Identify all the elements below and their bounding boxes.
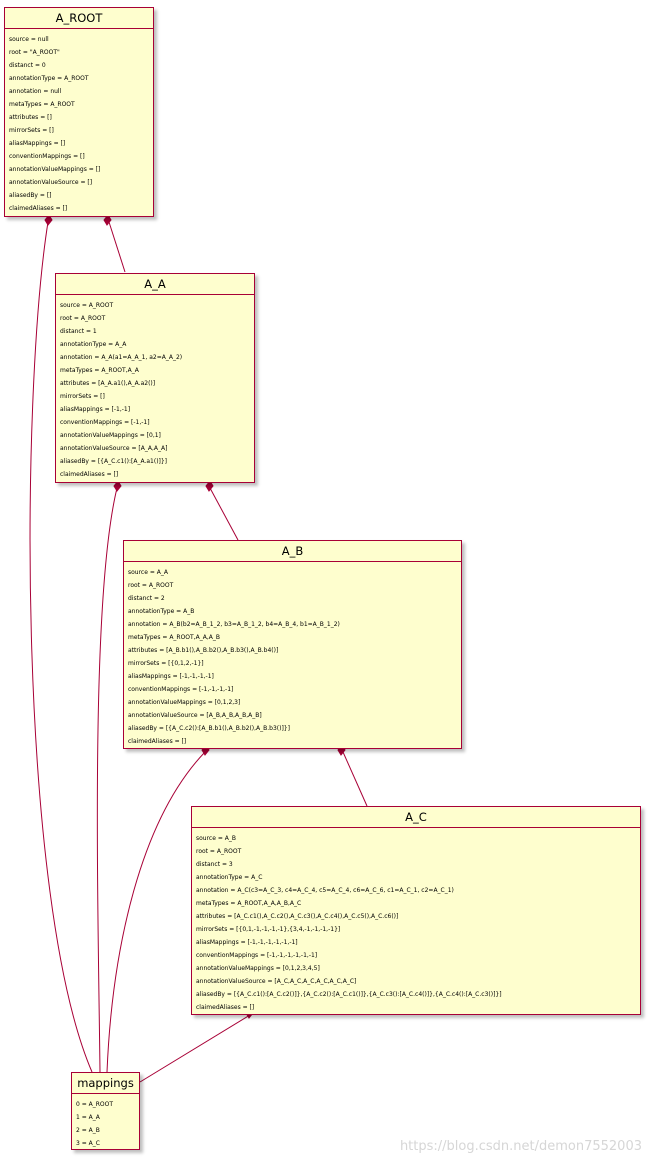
attribute: claimedAliases = [] bbox=[196, 1004, 255, 1011]
attribute: attributes = [A_C.c1(),A_C.c2(),A_C.c3()… bbox=[196, 913, 399, 920]
attribute: annotationValueMappings = [] bbox=[9, 166, 101, 173]
attribute: aliasMappings = [-1,-1,-1,-1,-1,-1] bbox=[196, 939, 298, 946]
attribute: mirrorSets = [{0,1,-1,-1,-1,-1},{3,4,-1,… bbox=[196, 926, 341, 933]
class-box-a-root[interactable]: A_ROOT source = null root = "A_ROOT" dis… bbox=[4, 7, 154, 217]
attribute: annotationType = A_B bbox=[128, 608, 195, 615]
class-title: A_B bbox=[124, 541, 461, 562]
attribute: root = A_ROOT bbox=[60, 315, 106, 322]
attribute-list: source = A_A root = A_ROOT distanct = 2 … bbox=[124, 562, 461, 750]
class-title: mappings bbox=[72, 1073, 139, 1094]
attribute: annotationType = A_A bbox=[60, 341, 127, 348]
class-box-a-b[interactable]: A_B source = A_A root = A_ROOT distanct … bbox=[123, 540, 462, 749]
edge-a-b-to-a-c bbox=[342, 751, 368, 807]
attribute: annotationValueSource = [A_A,A_A] bbox=[60, 445, 168, 452]
attribute-list: source = A_ROOT root = A_ROOT distanct =… bbox=[56, 295, 254, 483]
attribute: annotationValueMappings = [0,1] bbox=[60, 432, 161, 439]
attribute: annotation = A_A(a1=A_A_1, a2=A_A_2) bbox=[60, 354, 183, 361]
class-title: A_C bbox=[192, 807, 640, 828]
attribute: mirrorSets = [{0,1,2,-1}] bbox=[128, 660, 204, 667]
attribute: source = A_B bbox=[196, 835, 236, 842]
attribute: distanct = 2 bbox=[128, 595, 165, 602]
edge-a-c-to-mappings bbox=[139, 1014, 251, 1083]
attribute: root = A_ROOT bbox=[128, 582, 174, 589]
attribute: annotationValueMappings = [0,1,2,3,4,5] bbox=[196, 965, 320, 972]
edge-a-a-to-mappings bbox=[96, 487, 118, 1073]
attribute: claimedAliases = [] bbox=[128, 738, 187, 745]
attribute: annotation = A_B(b2=A_B_1_2, b3=A_B_1_2,… bbox=[128, 621, 340, 628]
edge-a-a-to-a-b bbox=[209, 487, 239, 541]
watermark: https://blog.csdn.net/demon7552003 bbox=[399, 1139, 642, 1154]
attribute: distanct = 0 bbox=[9, 62, 46, 69]
attribute: source = A_ROOT bbox=[60, 302, 114, 309]
attribute: 2 = A_B bbox=[76, 1127, 100, 1134]
attribute: metaTypes = A_ROOT,A_A,A_B,A_C bbox=[196, 900, 302, 907]
attribute: aliasMappings = [-1,-1] bbox=[60, 406, 131, 413]
edge-root-to-mappings bbox=[29, 221, 93, 1073]
attribute: conventionMappings = [-1,-1,-1,-1,-1,-1] bbox=[196, 952, 318, 959]
attribute: annotationType = A_ROOT bbox=[9, 75, 89, 82]
attribute: metaTypes = A_ROOT bbox=[9, 101, 75, 108]
attribute: conventionMappings = [-1,-1,-1,-1] bbox=[128, 686, 234, 693]
attribute: aliasedBy = [{A_C.c1():[A_A.a1()]}] bbox=[60, 458, 168, 465]
attribute: annotation = null bbox=[9, 88, 62, 95]
class-box-a-c[interactable]: A_C source = A_B root = A_ROOT distanct … bbox=[191, 806, 641, 1015]
attribute: annotationType = A_C bbox=[196, 874, 263, 881]
attribute: mirrorSets = [] bbox=[60, 393, 105, 400]
attribute: root = A_ROOT bbox=[196, 848, 242, 855]
class-title: A_ROOT bbox=[5, 8, 153, 29]
class-box-mappings[interactable]: mappings 0 = A_ROOT 1 = A_A 2 = A_B 3 = … bbox=[71, 1072, 140, 1150]
class-title: A_A bbox=[56, 274, 254, 295]
edge-root-to-a-a bbox=[108, 221, 126, 273]
attribute: aliasMappings = [] bbox=[9, 140, 66, 147]
attribute-list: source = A_B root = A_ROOT distanct = 3 … bbox=[192, 828, 640, 1016]
attribute: mirrorSets = [] bbox=[9, 127, 54, 134]
class-box-a-a[interactable]: A_A source = A_ROOT root = A_ROOT distan… bbox=[55, 273, 255, 483]
attribute: metaTypes = A_ROOT,A_A,A_B bbox=[128, 634, 220, 641]
attribute: root = "A_ROOT" bbox=[9, 49, 60, 56]
attribute: distanct = 3 bbox=[196, 861, 233, 868]
attribute: source = null bbox=[9, 36, 49, 43]
attribute-list: source = null root = "A_ROOT" distanct =… bbox=[5, 29, 153, 217]
attribute-list: 0 = A_ROOT 1 = A_A 2 = A_B 3 = A_C bbox=[72, 1094, 139, 1152]
attribute: annotationValueMappings = [0,1,2,3] bbox=[128, 699, 241, 706]
attribute: annotationValueSource = [] bbox=[9, 179, 93, 186]
attribute: conventionMappings = [-1,-1] bbox=[60, 419, 150, 426]
attribute: source = A_A bbox=[128, 569, 168, 576]
attribute: 1 = A_A bbox=[76, 1114, 100, 1121]
attribute: 0 = A_ROOT bbox=[76, 1101, 114, 1108]
attribute: aliasedBy = [] bbox=[9, 192, 52, 199]
attribute: aliasMappings = [-1,-1,-1,-1] bbox=[128, 673, 214, 680]
attribute: annotation = A_C(c3=A_C_3, c4=A_C_4, c5=… bbox=[196, 887, 454, 894]
composition-diamond bbox=[205, 480, 214, 492]
attribute: claimedAliases = [] bbox=[9, 205, 68, 212]
attribute: claimedAliases = [] bbox=[60, 471, 119, 478]
attribute: aliasedBy = [{A_C.c2():[A_B.b1(),A_B.b2(… bbox=[128, 725, 290, 732]
attribute: annotationValueSource = [A_B,A_B,A_B,A_B… bbox=[128, 712, 262, 719]
attribute: aliasedBy = [{A_C.c1():[A_C.c2()]},{A_C.… bbox=[196, 991, 502, 998]
attribute: attributes = [] bbox=[9, 114, 52, 121]
attribute: 3 = A_C bbox=[76, 1140, 100, 1147]
attribute: attributes = [A_A.a1(),A_A.a2()] bbox=[60, 380, 156, 387]
composition-diamond bbox=[113, 480, 122, 492]
composition-diamond bbox=[44, 214, 53, 226]
attribute: metaTypes = A_ROOT,A_A bbox=[60, 367, 139, 374]
composition-diamond bbox=[103, 214, 112, 226]
attribute: conventionMappings = [] bbox=[9, 153, 85, 160]
attribute: annotationValueSource = [A_C,A_C,A_C,A_C… bbox=[196, 978, 357, 985]
attribute: distanct = 1 bbox=[60, 328, 97, 335]
edge-a-b-to-mappings bbox=[106, 751, 206, 1073]
attribute: attributes = [A_B.b1(),A_B.b2(),A_B.b3()… bbox=[128, 647, 279, 654]
